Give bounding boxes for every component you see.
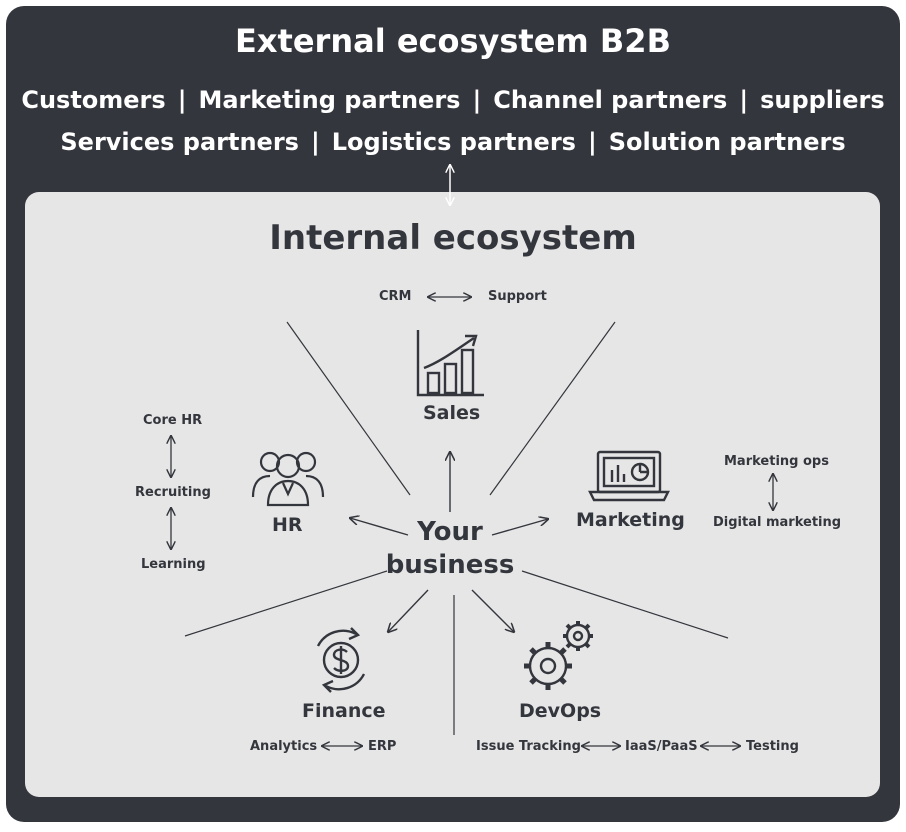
partner-suppliers: suppliers [760, 86, 885, 114]
laptop-chart-icon [588, 450, 670, 502]
partner-logistics: Logistics partners [331, 128, 576, 156]
separator: | [310, 128, 320, 156]
partner-channel: Channel partners [493, 86, 728, 114]
your-business-label: Your business [384, 516, 516, 582]
arrow-to-marketing [491, 519, 548, 536]
devops-label: DevOps [519, 700, 602, 722]
sales-label: Sales [423, 402, 481, 424]
separator: | [177, 86, 187, 114]
analytics-label: Analytics [250, 739, 318, 754]
separator: | [587, 128, 597, 156]
partner-services: Services partners [60, 128, 299, 156]
arrow-to-hr [350, 518, 409, 536]
partner-customers: Customers [21, 86, 166, 114]
finance-label: Finance [302, 700, 386, 722]
core-hr-label: Core HR [143, 413, 203, 428]
testing-label: Testing [746, 739, 799, 754]
partner-marketing: Marketing partners [198, 86, 461, 114]
support-label: Support [488, 289, 547, 304]
internal-ecosystem-title: Internal ecosystem [269, 218, 637, 258]
separator: | [739, 86, 749, 114]
erp-label: ERP [368, 739, 397, 754]
issue-tracking-label: Issue Tracking [476, 739, 581, 754]
center-line-2: business [385, 550, 515, 580]
team-people-icon [251, 451, 325, 507]
marketing-ops-label: Marketing ops [724, 454, 829, 469]
hr-label: HR [272, 514, 303, 536]
learning-label: Learning [141, 557, 206, 572]
sector-divider-lines [184, 321, 729, 735]
iaas-paas-label: IaaS/PaaS [625, 739, 698, 754]
arrow-to-devops [471, 589, 514, 632]
crm-label: CRM [379, 289, 412, 304]
marketing-label: Marketing [576, 509, 685, 531]
external-ecosystem-title: External ecosystem B2B [235, 22, 671, 60]
center-line-1: Your [417, 517, 483, 547]
partner-solution: Solution partners [608, 128, 846, 156]
digital-marketing-label: Digital marketing [713, 515, 842, 530]
external-partners-row-1: Customers | Marketing partners | Channel par… [0, 86, 906, 114]
external-partners-row-2: Services partners | Logistics partners | Sol… [0, 128, 906, 156]
bar-chart-growth-icon [416, 330, 484, 397]
dollar-cycle-icon [316, 627, 366, 693]
separator: | [472, 86, 482, 114]
arrow-to-finance [388, 589, 429, 632]
gears-icon [524, 621, 593, 690]
recruiting-label: Recruiting [135, 485, 211, 500]
